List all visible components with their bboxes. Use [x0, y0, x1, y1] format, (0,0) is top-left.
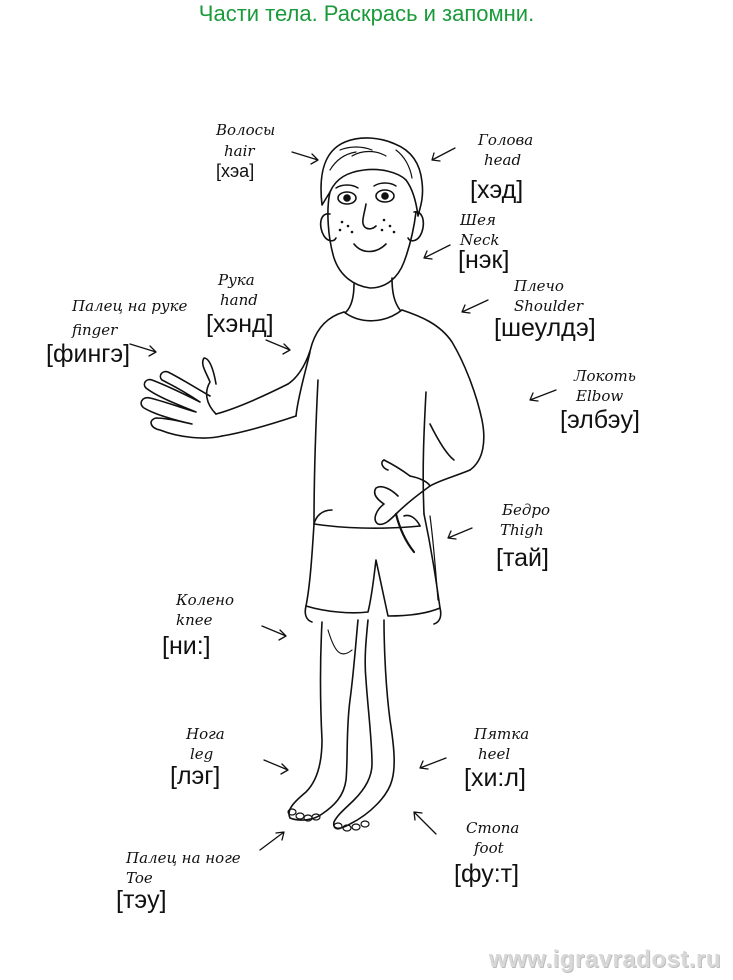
label-toe-ru: Палец на ноге — [126, 849, 241, 867]
label-thigh-en: Thigh — [500, 521, 544, 539]
label-neck-pron: [нэк] — [458, 246, 510, 274]
page-title: Части тела. Раскрась и запомни. — [198, 1, 535, 26]
label-finger-en: finger — [72, 321, 118, 339]
label-leg-en: leg — [190, 745, 214, 763]
neck-outline — [345, 277, 401, 313]
arrows — [129, 147, 557, 851]
shirt-outline — [287, 309, 485, 471]
label-foot-en: foot — [474, 839, 504, 857]
label-elbow-pron: [элбэу] — [560, 406, 640, 434]
label-finger-ru: Палец на руке — [72, 297, 188, 315]
label-shoulder-pron: [шеулдэ] — [494, 314, 596, 342]
label-elbow-ru: Локоть — [574, 367, 636, 385]
label-shoulder-ru: Плечо — [514, 277, 564, 295]
label-head-en: head — [484, 151, 522, 169]
label-hair-en: hair — [224, 142, 255, 160]
label-heel-pron: [хи:л] — [464, 764, 526, 792]
label-shoulder-en: Shoulder — [514, 297, 584, 315]
label-hair-ru: Волосы — [216, 121, 276, 139]
hip-hand — [373, 459, 431, 526]
label-heel-en: heel — [478, 745, 511, 763]
label-leg-ru: Нога — [186, 725, 225, 743]
label-elbow-en: Elbow — [576, 387, 624, 405]
open-hand — [140, 357, 223, 439]
left-leg — [288, 619, 359, 821]
right-leg — [332, 619, 395, 830]
label-leg-pron: [лэг] — [170, 762, 221, 790]
label-knee-ru: Колено — [176, 591, 234, 609]
label-neck-ru: Шея — [460, 211, 496, 229]
label-heel-ru: Пятка — [474, 725, 530, 743]
face-outline — [327, 191, 417, 289]
label-knee-en: knee — [176, 611, 213, 629]
label-thigh-pron: [тай] — [496, 544, 549, 572]
label-toe-en: Toe — [126, 869, 153, 887]
label-thigh-ru: Бедро — [502, 501, 551, 519]
label-head-pron: [хэд] — [470, 176, 524, 204]
label-head-ru: Голова — [478, 131, 534, 149]
label-neck-en: Neck — [460, 231, 500, 249]
label-foot-pron: [фу:т] — [454, 860, 520, 888]
label-knee-pron: [ни:] — [162, 632, 211, 660]
label-hand-en: hand — [220, 291, 258, 309]
hair-outline — [320, 137, 424, 217]
label-hair-pron: [хэа] — [216, 161, 255, 181]
label-toe-pron: [тэу] — [116, 886, 167, 914]
website-watermark: www.igravradost.ru — [488, 946, 721, 973]
label-foot-ru: Стопа — [466, 819, 520, 837]
label-finger-pron: [фингэ] — [46, 340, 131, 368]
shorts-outline — [305, 513, 441, 617]
label-hand-ru: Рука — [218, 271, 255, 289]
label-hand-pron: [хэнд] — [206, 310, 274, 338]
